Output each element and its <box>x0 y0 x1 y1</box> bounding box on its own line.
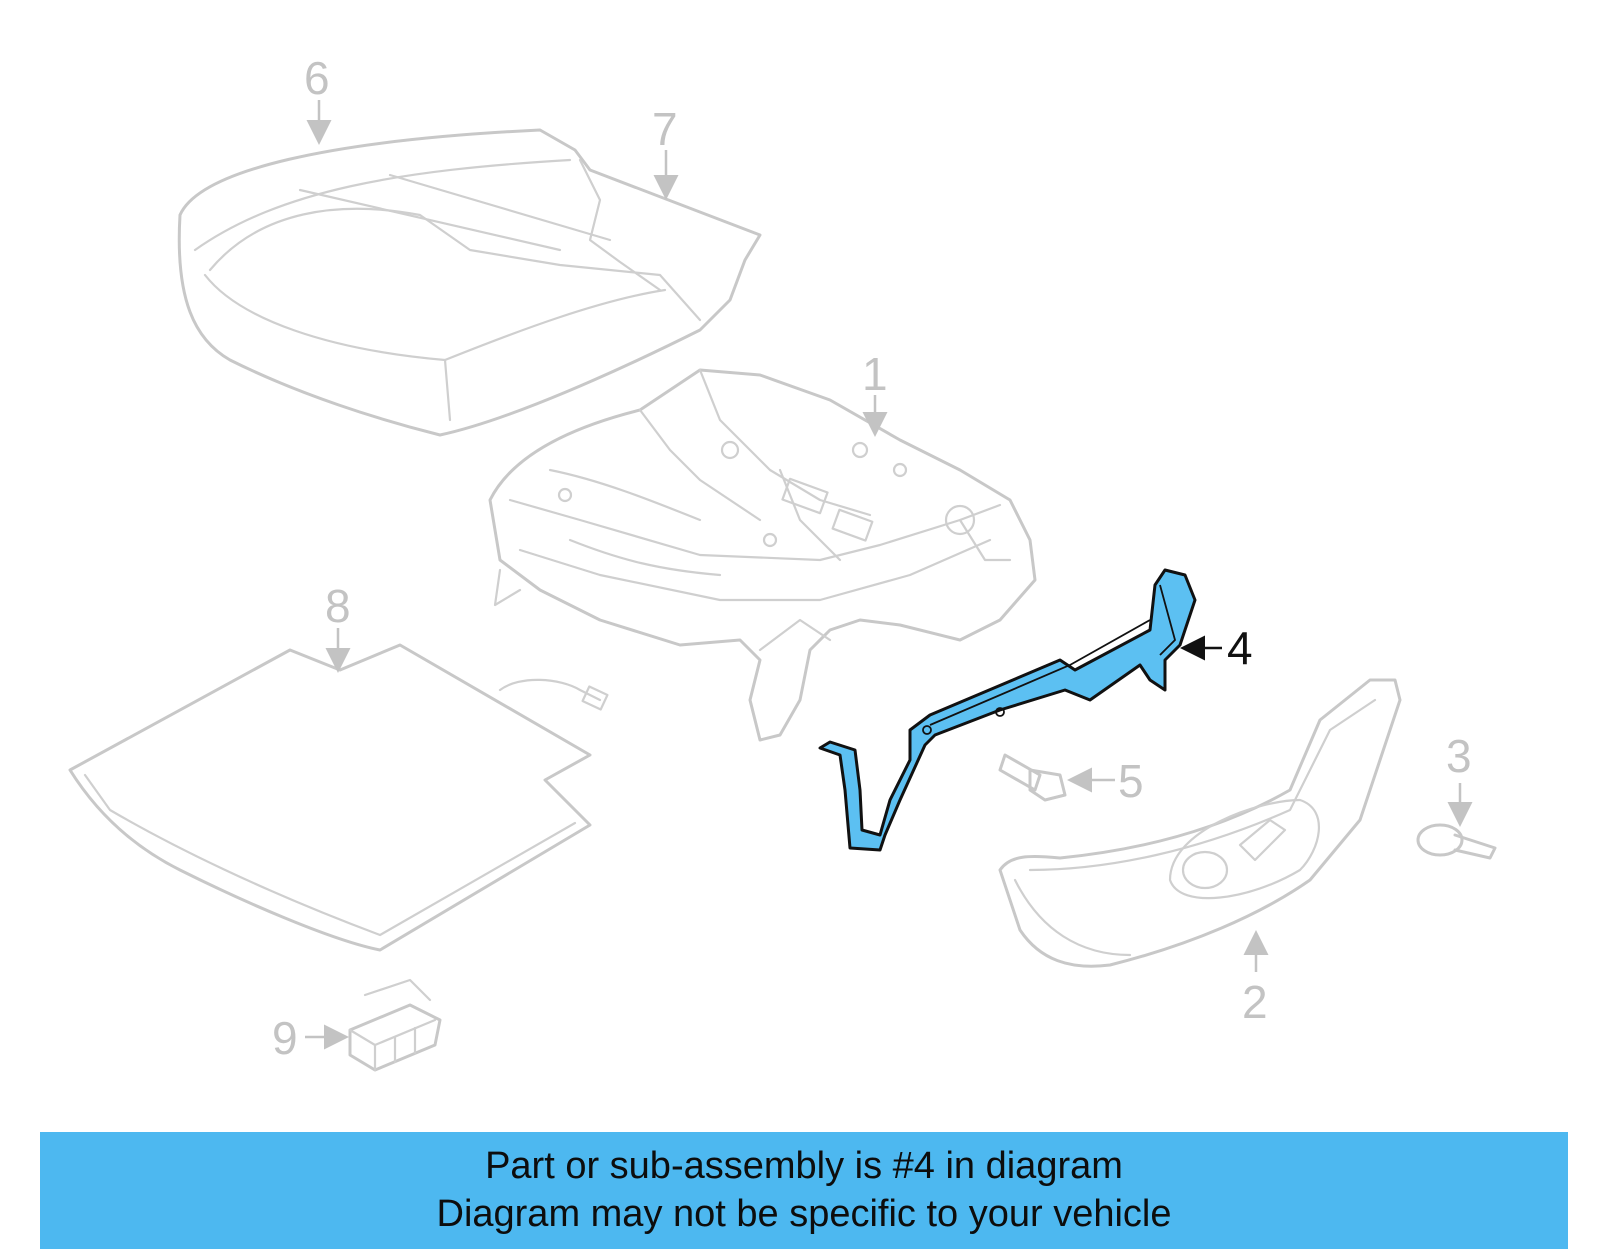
callout-6: 6 <box>304 52 330 104</box>
side-trim-part-2 <box>998 678 1402 968</box>
seat-frame-part-1 <box>488 368 1037 742</box>
seat-cushion-part-6 <box>177 128 762 437</box>
callout-5: 5 <box>1118 755 1144 807</box>
control-module-part-9 <box>348 978 442 1072</box>
harness-bracket-part-4 <box>818 568 1197 852</box>
callout-8: 8 <box>325 580 351 632</box>
callout-3: 3 <box>1446 730 1472 782</box>
banner-line-1: Part or sub-assembly is #4 in diagram <box>485 1145 1123 1187</box>
callout-4[interactable]: 4 <box>1227 622 1253 674</box>
heater-pad-part-8 <box>68 643 609 952</box>
callout-7: 7 <box>652 103 678 155</box>
clip-part-3 <box>1416 823 1497 860</box>
info-banner: Part or sub-assembly is #4 in diagram Di… <box>40 1132 1568 1249</box>
banner-line-2: Diagram may not be specific to your vehi… <box>436 1193 1172 1235</box>
callout-2: 2 <box>1242 976 1268 1028</box>
callout-1: 1 <box>862 348 888 400</box>
bolt-part-5 <box>998 753 1067 802</box>
callout-9: 9 <box>272 1012 298 1064</box>
